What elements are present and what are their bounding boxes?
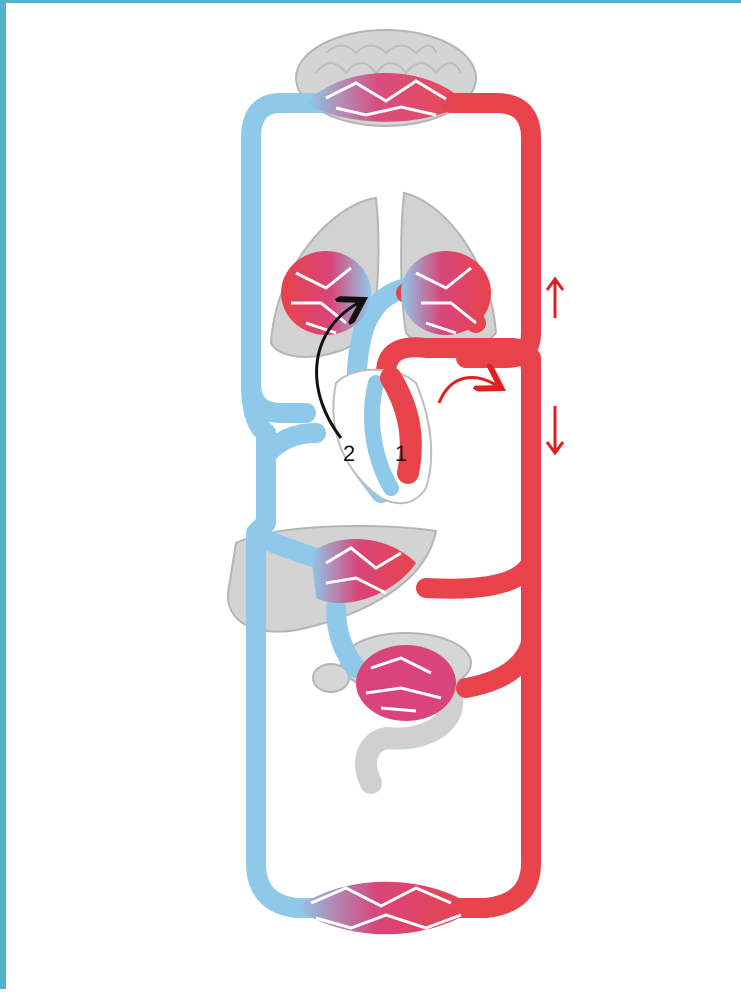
arrow-down-icon — [547, 406, 563, 453]
capillary-lower-body — [296, 882, 476, 935]
circulatory-system-diagram: 2 1 — [6, 3, 741, 992]
label-marker-1: 1 — [395, 441, 407, 466]
capillary-lung-left — [281, 251, 371, 335]
capillary-lung-right — [401, 251, 491, 335]
label-marker-2: 2 — [343, 441, 355, 466]
arrow-up-icon — [547, 279, 563, 318]
capillary-intestine — [356, 645, 456, 721]
heart — [333, 370, 431, 503]
curved-arrow-icon — [439, 378, 496, 403]
